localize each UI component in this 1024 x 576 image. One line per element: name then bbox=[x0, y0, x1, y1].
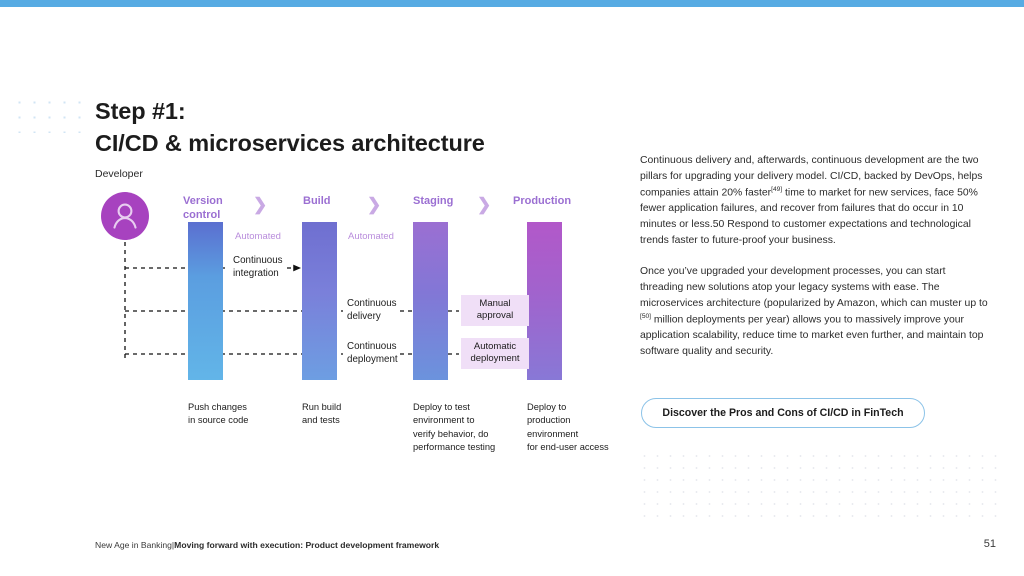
paragraph-2-citation: [50] bbox=[640, 312, 651, 320]
automated-label-1: Automated bbox=[235, 231, 281, 242]
cicd-pipeline-diagram: Developer bbox=[95, 168, 609, 458]
user-avatar-icon bbox=[101, 192, 149, 240]
stage-description-production: Deploy to production environment for end… bbox=[527, 402, 609, 453]
stage-label-build: Build bbox=[303, 195, 331, 207]
stage-bar-production bbox=[527, 222, 562, 380]
chevron-right-icon: ❯ bbox=[367, 195, 382, 214]
page-title: Step #1: CI/CD & microservices architect… bbox=[95, 95, 615, 160]
footer: New Age in Banking|Moving forward with e… bbox=[95, 540, 439, 550]
stage-description-build: Run build and tests bbox=[302, 402, 342, 426]
body-paragraph-1: Continuous delivery and, afterwards, con… bbox=[640, 153, 990, 248]
flow-label-continuous-delivery: Continuous delivery bbox=[347, 298, 397, 322]
body-copy-column: Continuous delivery and, afterwards, con… bbox=[640, 153, 990, 376]
automated-label-2: Automated bbox=[348, 231, 394, 242]
stage-label-staging: Staging bbox=[413, 195, 454, 207]
chevron-right-icon: ❯ bbox=[477, 195, 492, 214]
page-number: 51 bbox=[983, 538, 996, 550]
page-title-line1: Step #1: bbox=[95, 98, 186, 124]
decorative-dot-grid-left bbox=[10, 93, 86, 133]
stage-label-production: Production bbox=[513, 195, 572, 207]
gate-manual-approval: Manual approval bbox=[461, 295, 529, 327]
chevron-right-icon: ❯ bbox=[253, 195, 268, 214]
footer-prefix: New Age in Banking bbox=[95, 540, 172, 550]
stage-label-version-control: Version control bbox=[183, 195, 223, 221]
top-accent-bar bbox=[0, 0, 1024, 7]
page-title-line2: CI/CD & microservices architecture bbox=[95, 130, 485, 157]
flow-label-continuous-deployment: Continuous deployment bbox=[347, 341, 398, 365]
stage-description-staging: Deploy to test environment to verify beh… bbox=[413, 402, 496, 453]
paragraph-1-text-before: Continuous delivery and, afterwards, con… bbox=[640, 155, 983, 199]
cta-button[interactable]: Discover the Pros and Cons of CI/CD in F… bbox=[641, 398, 925, 428]
body-paragraph-2: Once you’ve upgraded your development pr… bbox=[640, 264, 990, 359]
paragraph-2-text-before: Once you’ve upgraded your development pr… bbox=[640, 266, 988, 309]
developer-label: Developer bbox=[95, 168, 143, 180]
paragraph-1-citation: [49] bbox=[771, 185, 783, 193]
stage-bar-build bbox=[302, 222, 337, 380]
footer-title: Moving forward with execution: Product d… bbox=[174, 540, 440, 550]
cta-button-label: Discover the Pros and Cons of CI/CD in F… bbox=[662, 407, 904, 419]
stage-bar-version-control bbox=[188, 222, 223, 380]
stage-description-version-control: Push changes in source code bbox=[188, 402, 249, 426]
paragraph-1-text-after: time to market for new services, face 50… bbox=[640, 187, 978, 246]
flow-label-continuous-integration: Continuous integration bbox=[233, 255, 283, 279]
paragraph-2-text-after: million deployments per year) allows you… bbox=[640, 314, 984, 357]
footer-separator: | bbox=[171, 540, 175, 550]
gate-automatic-deployment: Automatic deployment bbox=[461, 338, 529, 370]
stage-bar-staging bbox=[413, 222, 448, 380]
decorative-dot-grid-right bbox=[636, 448, 1004, 520]
